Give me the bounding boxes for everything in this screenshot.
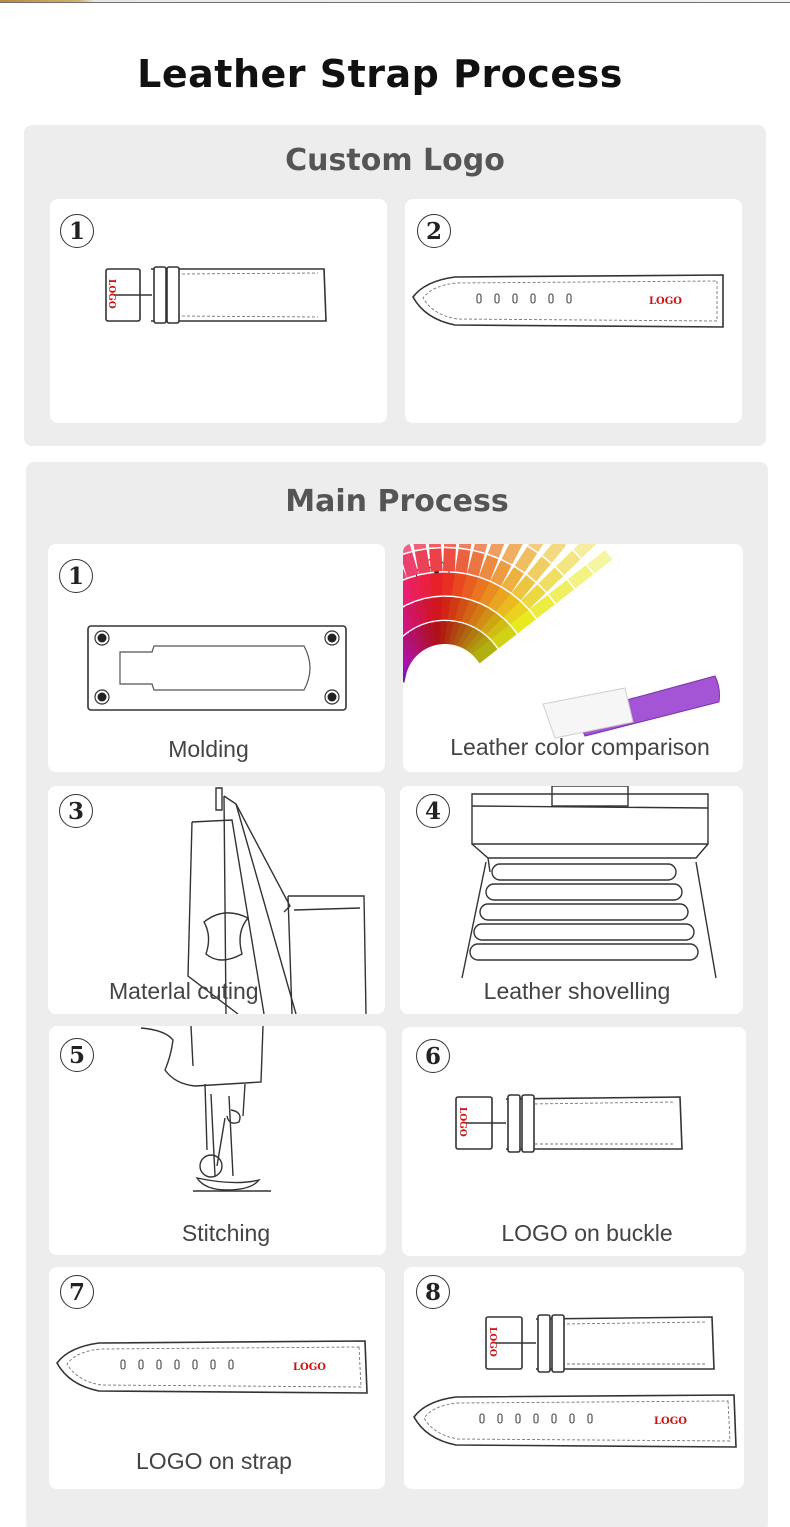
cutting-machine-illustration: [187, 787, 367, 1014]
page-title: Leather Strap Process: [137, 52, 623, 96]
step-number: 5: [60, 1038, 94, 1072]
logo-mark: LOGO: [293, 1362, 326, 1373]
step-caption: Materlal cuting: [109, 978, 259, 1004]
main-process-section: Main Process 1 Molding 2 Leather color c…: [26, 462, 768, 1527]
step-caption: LOGO on buckle: [501, 1220, 673, 1246]
shovelling-machine-illustration: [461, 786, 717, 979]
step-number: 6: [416, 1039, 450, 1073]
process-card-finished-strap: 8 LOGO LOGO: [404, 1267, 744, 1489]
step-number: 2: [417, 214, 451, 248]
step-caption: Molding: [168, 736, 249, 762]
step-number: 1: [60, 214, 94, 248]
process-card-cutting: 3 Materlal cuting: [48, 786, 385, 1014]
step-number: 8: [416, 1275, 450, 1309]
custom-logo-section: Custom Logo 1 LOGO 2 LOGO: [24, 125, 766, 446]
step-number: 4: [416, 794, 450, 828]
process-card-logo-buckle: 6 LOGO LOGO on buckle: [402, 1027, 746, 1256]
process-card-logo-strap: 7 LOGO LOGO on strap: [49, 1267, 385, 1489]
step-number: 1: [59, 559, 93, 593]
top-decor-strip: [0, 0, 790, 3]
color-swatch-fan-illustration: [403, 544, 720, 739]
tail-strap-illustration: LOGO: [412, 274, 724, 328]
step-caption: LOGO on strap: [136, 1448, 292, 1474]
step-number: 3: [59, 794, 93, 828]
logo-mark: LOGO: [649, 296, 682, 307]
main-process-heading: Main Process: [285, 484, 509, 519]
buckle-strap-illustration: LOGO: [105, 266, 327, 324]
logo-mark: LOGO: [106, 279, 116, 309]
step-number: 7: [60, 1275, 94, 1309]
custom-logo-heading: Custom Logo: [285, 143, 505, 178]
top-divider: [0, 2, 790, 3]
buckle-strap-illustration: LOGO: [485, 1314, 715, 1373]
tail-strap-illustration: LOGO: [56, 1340, 368, 1394]
logo-mark: LOGO: [457, 1107, 467, 1137]
tail-strap-illustration: LOGO: [413, 1394, 737, 1448]
step-caption: Stitching: [181, 1220, 271, 1246]
process-card-color: 2 Leather color comparison: [403, 544, 743, 772]
process-card-stitching: 5 Stitching: [49, 1026, 386, 1255]
custom-logo-card-1: 1 LOGO: [50, 199, 387, 423]
logo-mark: LOGO: [487, 1327, 497, 1357]
custom-logo-card-2: 2 LOGO: [405, 199, 742, 423]
buckle-strap-illustration: LOGO: [455, 1094, 683, 1153]
step-caption: Leather color comparison: [450, 734, 710, 760]
process-card-molding: 1 Molding: [48, 544, 385, 772]
step-caption: Leather shovelling: [483, 978, 671, 1004]
logo-mark: LOGO: [654, 1416, 687, 1427]
process-card-shovelling: 4 Leather shovelling: [400, 786, 743, 1014]
sewing-needle-illustration: [140, 1026, 271, 1192]
mold-plate-illustration: [87, 625, 347, 711]
